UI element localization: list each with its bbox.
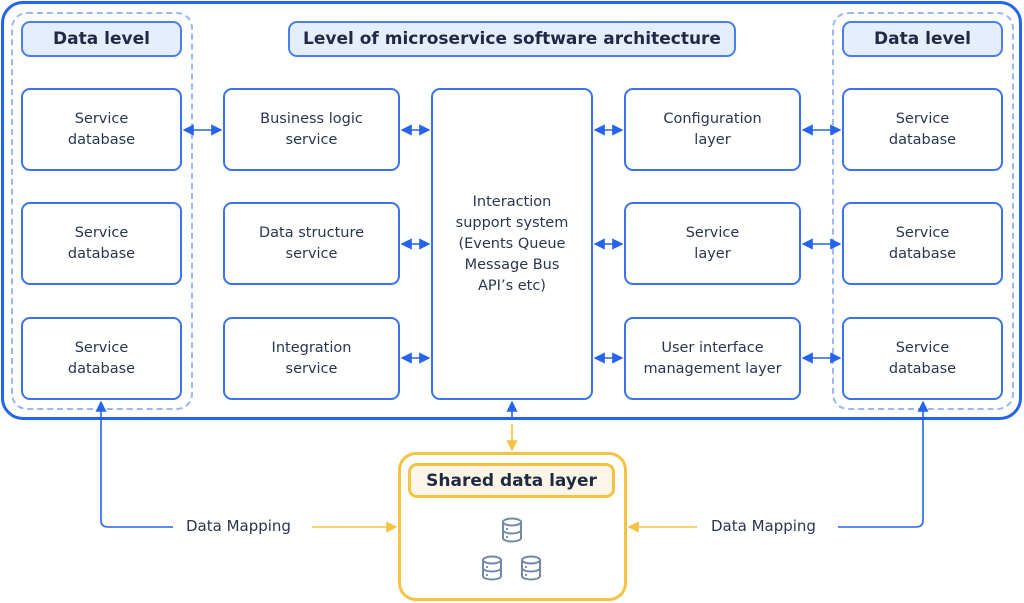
configuration-layer[interactable]: Configuration layer [624,88,801,171]
left-data-mapping-label: Data Mapping [186,517,291,535]
architecture-title: Level of microservice software architect… [288,21,736,57]
database-icon [482,555,502,581]
user-interface-management-layer[interactable]: User interface management layer [624,317,801,400]
left-mapping-line [95,400,173,528]
right-service-database-3[interactable]: Service database [842,317,1003,400]
right-mapping-line [838,400,929,528]
data-structure-service[interactable]: Data structure service [223,202,400,285]
service-layer[interactable]: Service layer [624,202,801,285]
right-service-database-2[interactable]: Service database [842,202,1003,285]
interaction-support-system[interactable]: Interaction support system (Events Queue… [431,88,593,400]
database-icon [521,555,541,581]
left-service-database-3[interactable]: Service database [21,317,182,400]
right-service-database-1[interactable]: Service database [842,88,1003,171]
left-service-database-1[interactable]: Service database [21,88,182,171]
right-data-mapping-label: Data Mapping [711,517,816,535]
database-icon [502,517,522,543]
integration-service[interactable]: Integration service [223,317,400,400]
right-data-level-header: Data level [842,21,1003,57]
left-service-database-2[interactable]: Service database [21,202,182,285]
shared-data-layer-header: Shared data layer [408,463,615,498]
business-logic-service[interactable]: Business logic service [223,88,400,171]
left-data-level-header: Data level [21,21,182,57]
